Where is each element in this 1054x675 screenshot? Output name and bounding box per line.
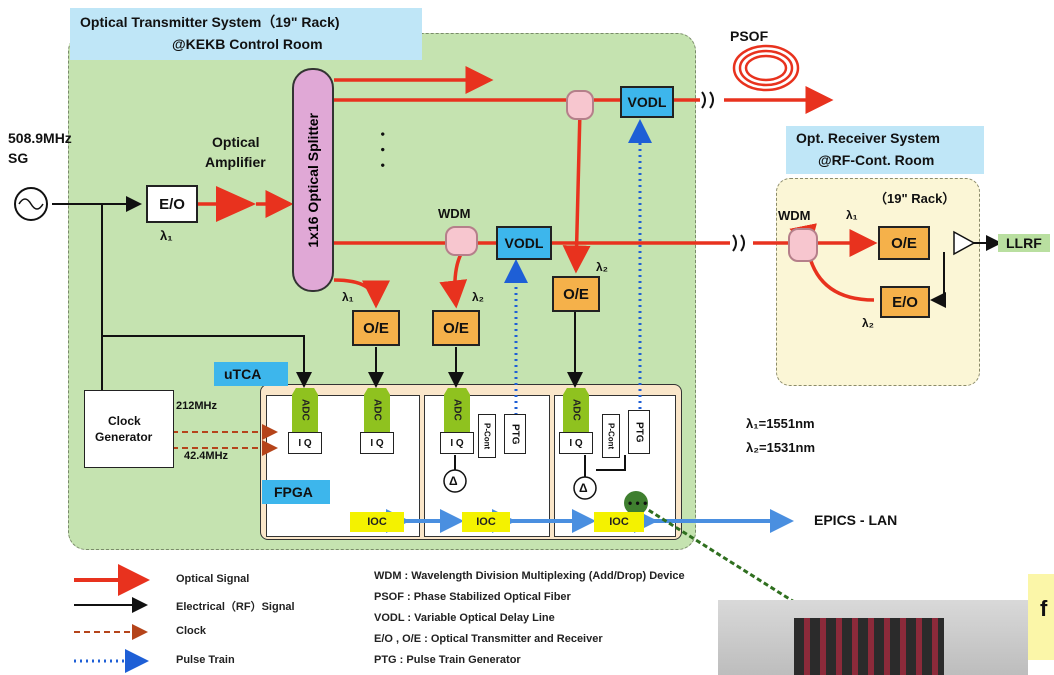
- clock-gen-label-1: Clock: [108, 414, 141, 428]
- delta-2: Δ: [579, 481, 588, 495]
- legend-optical: Optical Signal: [176, 573, 249, 585]
- pcont-1: P-Cont: [478, 414, 496, 458]
- chassis-dots: • • •: [628, 496, 647, 510]
- adc-3: ADC: [444, 388, 470, 432]
- definition-eo-oe: E/O , O/E : Optical Transmitter and Rece…: [374, 633, 603, 645]
- definition-psof: PSOF : Phase Stabilized Optical Fiber: [374, 591, 571, 603]
- adc-4-label: ADC: [571, 399, 582, 421]
- definition-vodl: VODL : Variable Optical Delay Line: [374, 612, 555, 624]
- wdm-top: [566, 90, 594, 120]
- wdm-mid: [445, 226, 478, 256]
- oe-ch1: O/E: [352, 310, 400, 346]
- oe-ch2-lambda: λ₂: [472, 290, 484, 304]
- delta-1: Δ: [449, 474, 458, 488]
- llrf-label: LLRF: [1006, 235, 1042, 251]
- eo-converter: E/O: [146, 185, 198, 223]
- vodl-mid: VODL: [496, 226, 552, 260]
- ioc-2: IOC: [462, 512, 510, 532]
- amplifier-label-2: Amplifier: [205, 154, 266, 170]
- legend-pulse: Pulse Train: [176, 654, 235, 666]
- pcont-2: P-Cont: [602, 414, 620, 458]
- adc-4: ADC: [563, 388, 589, 432]
- optical-splitter-label: 1x16 Optical Splitter: [305, 113, 321, 248]
- rx-eo: E/O: [880, 286, 930, 318]
- clock-generator: [84, 390, 174, 468]
- wdm-rx-label: WDM: [778, 208, 811, 223]
- adc-2-label: ADC: [372, 399, 383, 421]
- oe-ch1-lambda: λ₁: [342, 290, 354, 304]
- definition-ptg: PTG : Pulse Train Generator: [374, 654, 521, 666]
- rx-lambda1: λ₁: [846, 208, 858, 222]
- oe-ch3: O/E: [552, 276, 600, 312]
- amplifier-label-1: Optical: [212, 134, 259, 150]
- clock-212-label: 212MHz: [176, 400, 217, 412]
- rack-photo-panel: [794, 618, 944, 675]
- iq-3: I Q: [440, 432, 474, 454]
- photo-caption: f: [1040, 596, 1047, 622]
- wavelength-2: λ₂=1531nm: [746, 440, 815, 455]
- wdm-mid-label: WDM: [438, 206, 471, 221]
- definition-wdm: WDM : Wavelength Division Multiplexing (…: [374, 570, 685, 582]
- oe-ch3-lambda: λ₂: [596, 260, 608, 274]
- adc-1: ADC: [292, 388, 318, 432]
- psof-label: PSOF: [730, 28, 768, 44]
- clock-gen-label-2: Generator: [95, 430, 152, 444]
- wavelength-1: λ₁=1551nm: [746, 416, 815, 431]
- adc-3-label: ADC: [452, 399, 463, 421]
- legend-electrical: Electrical（RF）Signal: [176, 598, 295, 614]
- adc-2: ADC: [364, 388, 390, 432]
- rx-lambda2: λ₂: [862, 316, 874, 330]
- eo-lambda1: λ₁: [160, 228, 173, 243]
- rack-photo: [718, 600, 1028, 675]
- optical-splitter: 1x16 Optical Splitter: [292, 68, 334, 292]
- legend-clock: Clock: [176, 625, 206, 637]
- vertical-dots: • • •: [376, 132, 390, 171]
- ioc-1: IOC: [350, 512, 404, 532]
- iq-4: I Q: [559, 432, 593, 454]
- sg-freq-label: 508.9MHz: [8, 130, 72, 146]
- rx-oe: O/E: [878, 226, 930, 260]
- ptg-2: PTG: [628, 410, 650, 454]
- clock-42-label: 42.4MHz: [184, 450, 228, 462]
- epics-lan-label: EPICS - LAN: [814, 512, 897, 528]
- iq-2: I Q: [360, 432, 394, 454]
- vodl-top: VODL: [620, 86, 674, 118]
- wdm-rx: [788, 228, 818, 262]
- ioc-3: IOC: [594, 512, 644, 532]
- iq-1: I Q: [288, 432, 322, 454]
- oe-ch2: O/E: [432, 310, 480, 346]
- ptg-1: PTG: [504, 414, 526, 454]
- sg-label: SG: [8, 150, 28, 166]
- adc-1-label: ADC: [300, 399, 311, 421]
